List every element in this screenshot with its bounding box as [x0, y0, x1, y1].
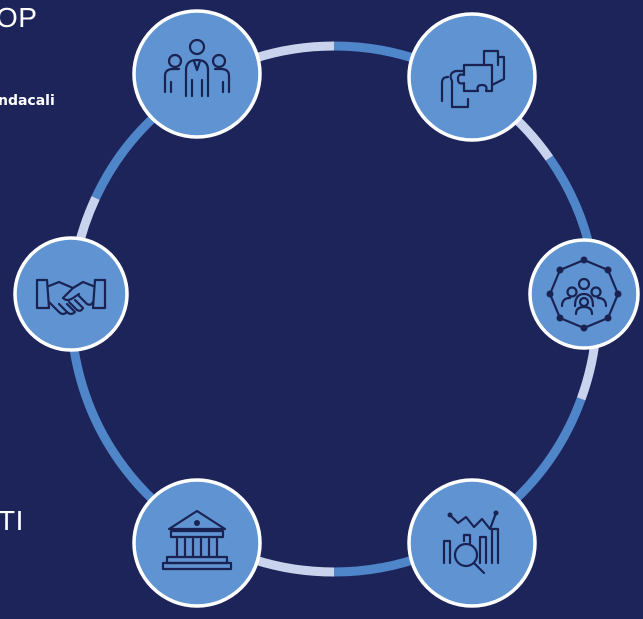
heading-fragment-top: OP: [0, 2, 38, 33]
handshake-icon: [35, 278, 107, 316]
chart-magnifier-icon: [442, 510, 500, 575]
ring-segment: [506, 397, 586, 508]
institution-node[interactable]: [132, 478, 262, 608]
puzzle-node[interactable]: [407, 12, 537, 142]
cycle-ring: [66, 41, 602, 577]
analytics-node[interactable]: [407, 478, 537, 608]
network-node[interactable]: [528, 238, 640, 350]
bank-building-icon: [161, 509, 233, 571]
subtitle-fragment: ndacali: [0, 93, 55, 109]
handshake-node[interactable]: [13, 236, 129, 352]
team-icon: [163, 38, 231, 98]
puzzle-hands-icon: [440, 49, 506, 109]
people-network-icon: [546, 256, 622, 332]
heading-fragment-bottom: TI: [0, 505, 24, 536]
team-node[interactable]: [132, 9, 262, 139]
